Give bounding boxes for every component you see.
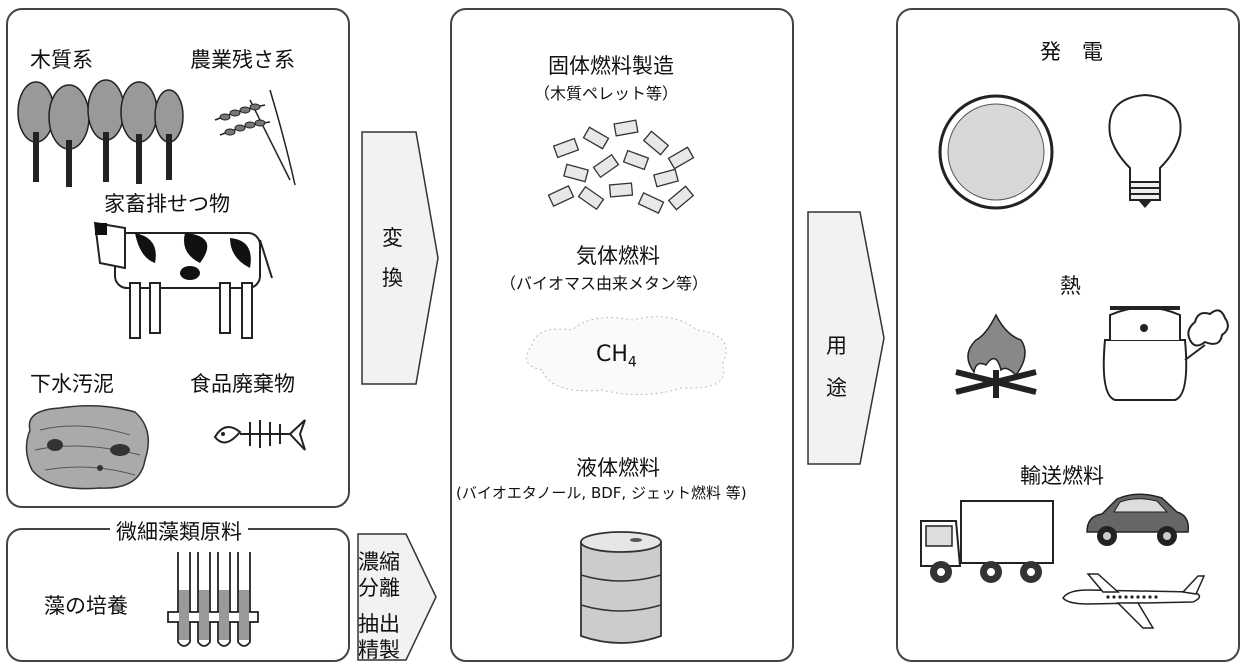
methane-formula: CH4 [596,342,637,370]
use-char-1: 用 [826,334,847,358]
trees-icon [17,79,184,187]
kettle-icon [1102,306,1229,401]
label-woody: 木質系 [30,48,93,72]
cow-icon [93,221,273,339]
label-heat: 熱 [1060,274,1081,298]
use-arrow [807,211,885,465]
methane-subscript: 4 [627,354,637,371]
label-algae-culture: 藻の培養 [44,594,128,618]
solar-panel-icon [938,94,1054,210]
fish-bone-icon [213,419,306,451]
process-concentrate: 濃縮 [358,550,400,574]
conversion-char-2: 換 [382,266,403,290]
campfire-icon [955,313,1037,398]
gas-fuel-sub: （バイオマス由来メタン等） [500,274,709,293]
gas-fuel-title: 気体燃料 [576,244,660,268]
drum-can-icon [580,531,662,644]
rice-plant-icon [214,89,296,186]
label-transport-fuel: 輸送燃料 [1020,464,1104,488]
use-char-2: 途 [826,376,847,400]
liquid-fuel-sub: (バイオエタノール, BDF, ジェット燃料 等) [456,484,747,502]
label-livestock-waste: 家畜排せつ物 [104,192,230,216]
solid-fuel-sub: （木質ペレット等） [534,84,679,103]
methane-main: CH [596,342,628,367]
process-refine: 精製 [358,638,400,662]
process-separate: 分離 [358,576,400,600]
algae-title: 微細藻類原料 [110,516,248,546]
liquid-fuel-title: 液体燃料 [576,456,660,480]
process-extract: 抽出 [358,612,400,636]
label-power-2: 電 [1082,40,1103,64]
conversion-char-1: 変 [382,226,403,250]
solid-fuel-title: 固体燃料製造 [548,54,674,78]
pellets-icon [547,119,695,214]
truck-icon [920,500,1054,583]
test-tubes-icon [167,552,259,647]
conversion-arrow [361,131,439,385]
sludge-icon [25,405,150,490]
gas-cloud-icon [525,316,727,395]
label-agri-residue: 農業残さ系 [190,48,295,72]
airplane-icon [1062,573,1206,629]
light-bulb-icon [1108,93,1182,208]
process-arrow [357,533,437,661]
label-food-waste: 食品廃棄物 [190,372,295,396]
label-sewage-sludge: 下水汚泥 [30,372,114,396]
car-icon [1086,493,1190,546]
label-power-1: 発 [1040,40,1061,64]
